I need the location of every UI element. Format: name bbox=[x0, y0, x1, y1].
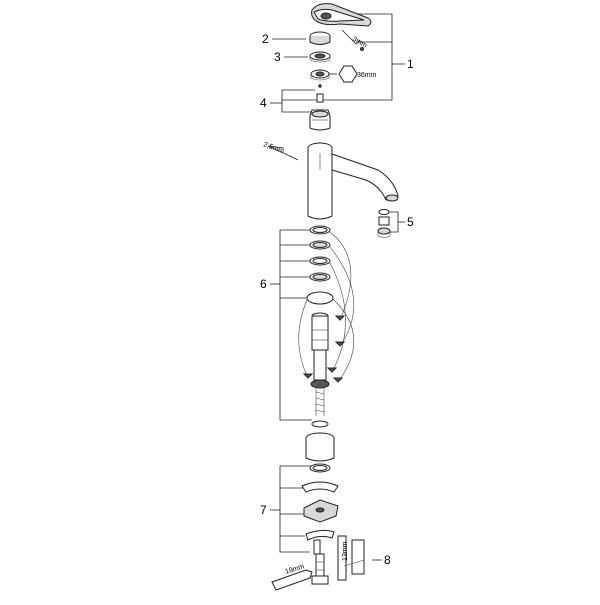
callout-1: 1 bbox=[407, 57, 414, 71]
cover-cap bbox=[309, 31, 331, 45]
assembly-arrows bbox=[298, 231, 355, 383]
callout-5: 5 bbox=[407, 215, 414, 229]
hose-assembly bbox=[310, 312, 330, 416]
spout-body bbox=[307, 142, 399, 220]
tool-set: 13mm bbox=[337, 535, 365, 581]
allen-key-2-5mm-icon: 2,5mm bbox=[262, 141, 299, 161]
hex-size-icon: 36mm bbox=[329, 65, 377, 83]
base-sleeve bbox=[305, 432, 335, 462]
callout-3: 3 bbox=[274, 50, 281, 64]
dim-13mm: 13mm bbox=[342, 541, 349, 561]
dim-3mm: 3mm bbox=[351, 36, 368, 50]
pin-dot bbox=[318, 84, 322, 88]
connection-nipple bbox=[311, 553, 329, 585]
callout-4: 4 bbox=[260, 96, 267, 110]
leader-lines bbox=[270, 13, 405, 561]
dim-36mm: 36mm bbox=[357, 72, 377, 79]
hex-nut bbox=[310, 69, 330, 81]
lever-handle bbox=[311, 3, 372, 27]
retaining-ring bbox=[309, 51, 331, 63]
dim-2-5mm: 2,5mm bbox=[262, 141, 285, 155]
aerator-set bbox=[377, 209, 391, 238]
mounting-set bbox=[301, 463, 339, 555]
allen-key-3mm-icon: 3mm bbox=[341, 29, 368, 51]
wrench-19mm-icon: 19mm bbox=[271, 563, 313, 591]
callout-labels: 1 2 3 4 5 6 7 8 bbox=[260, 32, 414, 567]
callout-6: 6 bbox=[260, 277, 267, 291]
cartridge bbox=[309, 93, 331, 131]
callout-8: 8 bbox=[384, 553, 391, 567]
o-ring-set bbox=[306, 225, 334, 305]
o-ring-bottom bbox=[311, 420, 329, 428]
callout-7: 7 bbox=[260, 503, 267, 517]
callout-2: 2 bbox=[262, 32, 269, 46]
